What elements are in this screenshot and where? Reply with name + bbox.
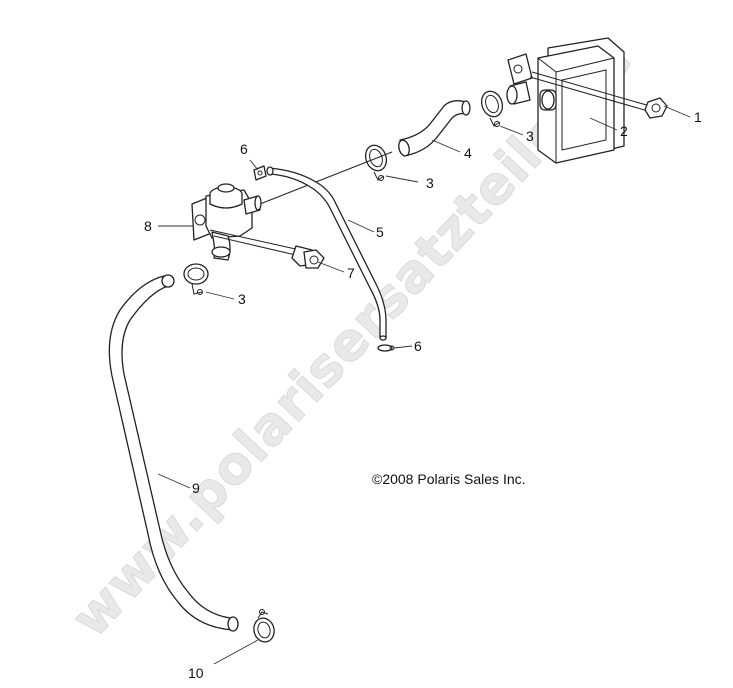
part-7-bolt[interactable] [209, 229, 325, 269]
callout-7: 7 [347, 265, 355, 281]
part-5-tube[interactable] [266, 166, 387, 341]
part-2-canister[interactable] [507, 37, 625, 164]
leader-lines [157, 105, 691, 665]
part-10-clamp[interactable] [251, 609, 277, 645]
part-6-clamp-b[interactable] [377, 344, 395, 352]
callout-8: 8 [144, 218, 152, 234]
box-fitting [506, 81, 531, 105]
callout-3: 3 [526, 128, 534, 144]
part-3-clamp-c[interactable] [183, 263, 209, 295]
callout-5: 5 [376, 224, 384, 240]
callout-4: 4 [464, 145, 472, 161]
callout-10: 10 [188, 665, 204, 681]
part-4-elbow-hose[interactable] [397, 100, 471, 157]
callout-3: 3 [426, 175, 434, 191]
part-3-clamp-b[interactable] [362, 142, 390, 181]
callout-6: 6 [240, 141, 248, 157]
part-8-valve[interactable] [191, 183, 262, 261]
assembly-line-hose [259, 151, 393, 205]
part-6-clamp-a[interactable] [253, 165, 267, 181]
callout-3: 3 [238, 291, 246, 307]
copyright-text: ©2008 Polaris Sales Inc. [372, 471, 526, 487]
part-9-long-hose[interactable] [108, 274, 239, 632]
callout-1: 1 [694, 109, 702, 125]
part-1-bolt[interactable] [529, 71, 668, 119]
callout-6: 6 [414, 338, 422, 354]
part-3-clamp-a[interactable] [478, 88, 506, 127]
callout-2: 2 [620, 123, 628, 139]
callout-9: 9 [192, 480, 200, 496]
